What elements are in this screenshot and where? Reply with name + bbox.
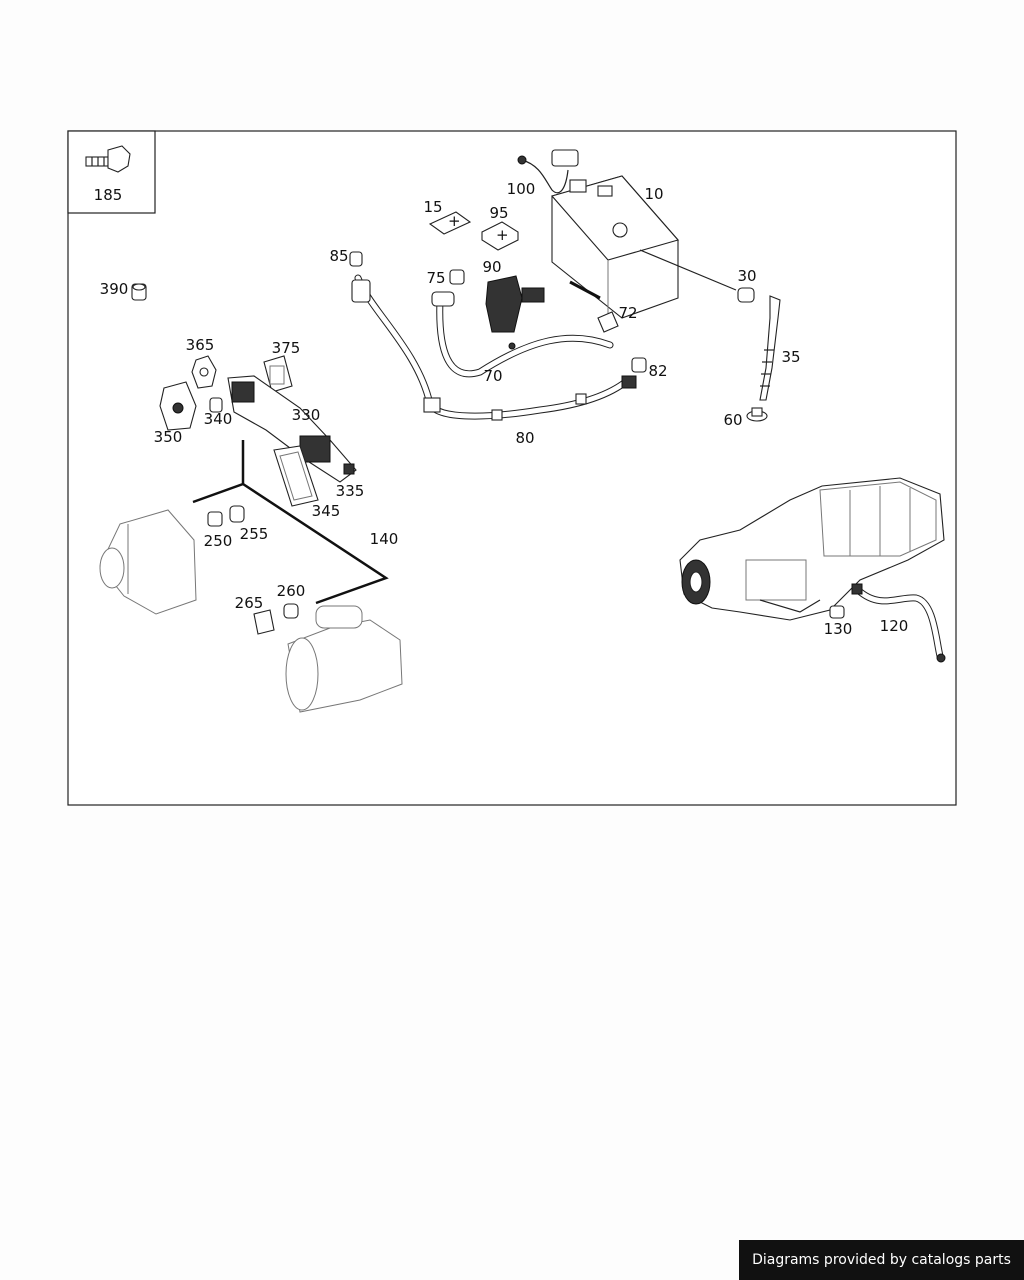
engine-transmission [679,477,945,621]
inset-box-185: 185 [67,130,156,214]
label-345: 345 [312,502,341,520]
svg-text:+: + [496,226,509,244]
part-35-vent-hose [759,295,781,401]
starter-motor [285,605,403,713]
label-340: 340 [204,410,233,428]
footer-credit-badge: Diagrams provided by catalogs parts [739,1240,1024,1280]
part-340 [209,397,223,413]
alternator [99,509,197,615]
part-130-nut [829,605,845,619]
part-335 [343,463,355,475]
label-60: 60 [723,411,742,429]
footer-credit-text: Diagrams provided by catalogs parts [752,1252,1011,1268]
part-15-cover: + [428,211,472,235]
label-10: 10 [644,185,663,203]
label-70: 70 [483,367,502,385]
part-75-nut [449,269,465,285]
label-15: 15 [423,198,442,216]
part-390-nut [131,283,147,301]
label-100: 100 [507,180,536,198]
label-72: 72 [618,304,637,322]
label-80: 80 [515,429,534,447]
part-120-ground-strap [851,583,946,663]
label-350: 350 [154,428,183,446]
part-100-sensor-cable [517,149,579,194]
inset-label: 185 [94,186,123,204]
part-85-nut [349,251,363,267]
label-365: 365 [186,336,215,354]
part-350 [159,381,197,431]
part-330-fuse-box [227,375,357,483]
part-255 [229,505,245,523]
part-345 [273,445,319,507]
label-330: 330 [292,406,321,424]
label-390: 390 [100,280,129,298]
part-260 [283,603,299,619]
svg-text:+: + [448,212,461,230]
label-120: 120 [880,617,909,635]
part-30-grommet [639,249,755,303]
label-30: 30 [737,267,756,285]
part-70-cable [431,291,614,378]
part-82-nut [631,357,647,373]
label-130: 130 [824,620,853,638]
leader-140 [192,440,389,605]
part-60-cap [746,407,768,422]
part-10-battery [551,175,679,319]
label-250: 250 [204,532,233,550]
part-250 [207,511,223,527]
label-85: 85 [329,247,348,265]
part-265 [253,609,275,635]
label-265: 265 [235,594,264,612]
part-72-clip [597,311,619,333]
label-90: 90 [482,258,501,276]
label-82: 82 [648,362,667,380]
label-335: 335 [336,482,365,500]
part-365 [191,355,217,389]
part-80-cable [351,274,637,421]
label-75: 75 [426,269,445,287]
callout-labels: 10 15 30 35 60 70 72 75 80 82 85 90 95 1… [100,180,909,638]
label-95: 95 [489,204,508,222]
label-255: 255 [240,525,269,543]
part-90-terminal-block [485,275,545,350]
label-260: 260 [277,582,306,600]
part-95-cover: + [481,221,519,251]
label-140: 140 [370,530,399,548]
label-375: 375 [272,339,301,357]
label-35: 35 [781,348,800,366]
bolt-icon [85,145,131,173]
part-375 [263,355,293,393]
